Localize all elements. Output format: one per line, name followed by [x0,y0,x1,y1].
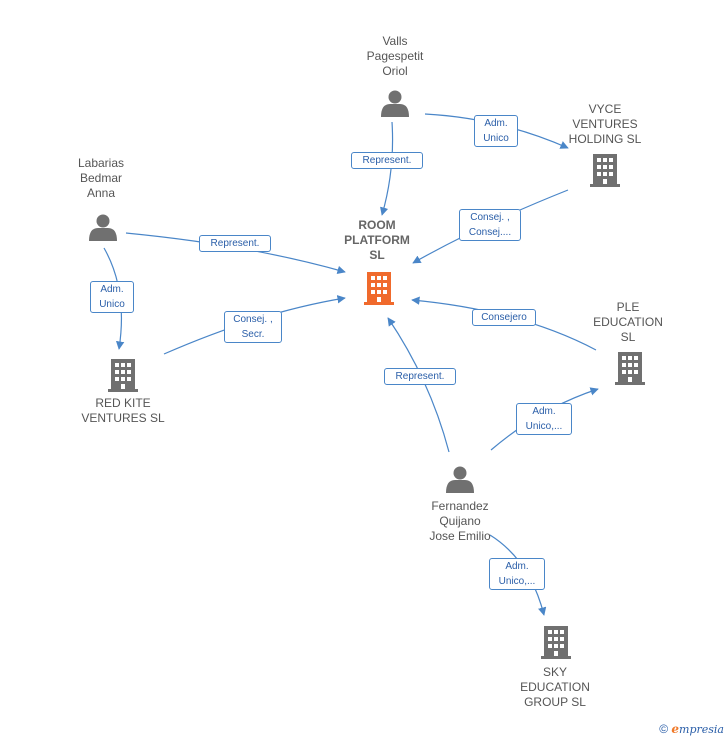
edge-label-labarias-adm: Adm. Unico [90,281,134,313]
edge-label-fernandez-ple: Adm. Unico,... [516,403,572,435]
node-label-labarias: Labarias Bedmar Anna [77,156,125,200]
node-label-redkite: RED KITE VENTURES SL [81,396,165,425]
edge-fernandez-center [387,317,450,453]
empresia-logo: © empresia [659,722,724,736]
person-icon-labarias [89,214,117,241]
copyright-symbol: © [659,722,669,736]
node-label-ple: PLE EDUCATION SL [593,300,663,344]
brand-e: e [671,722,680,736]
edge-label-labarias-represent: Represent. [199,235,271,252]
building-icon-vyce [590,154,620,187]
edge-label-valls-represent: Represent. [351,152,423,169]
building-icon-redkite [108,359,138,392]
edge-label-ple-consejero: Consejero [472,309,536,326]
node-label-sky: SKY EDUCATION GROUP SL [520,665,590,709]
node-label-vyce: VYCE VENTURES HOLDING SL [568,102,642,146]
brand-rest: mpresia [679,723,724,736]
edge-label-vyce-consej: Consej. , Consej.... [459,209,521,241]
edge-label-valls-adm: Adm. Unico [474,115,518,147]
building-icon-ple [615,352,645,385]
edge-label-redkite-consej: Consej. , Secr. [224,311,282,343]
person-icon-fernandez [446,466,474,493]
node-label-valls: Valls Pagespetit Oriol [366,34,424,78]
node-label-room-platform: ROOM PLATFORM SL [344,218,410,262]
edge-valls-center [380,121,394,216]
edge-label-fernandez-sky: Adm. Unico,... [489,558,545,590]
building-icon-center [364,272,394,305]
building-icon-sky [541,626,571,659]
edge-label-fernandez-represent: Represent. [384,368,456,385]
person-icon-valls [381,90,409,117]
node-label-fernandez: Fernandez Quijano Jose Emilio [429,499,491,543]
